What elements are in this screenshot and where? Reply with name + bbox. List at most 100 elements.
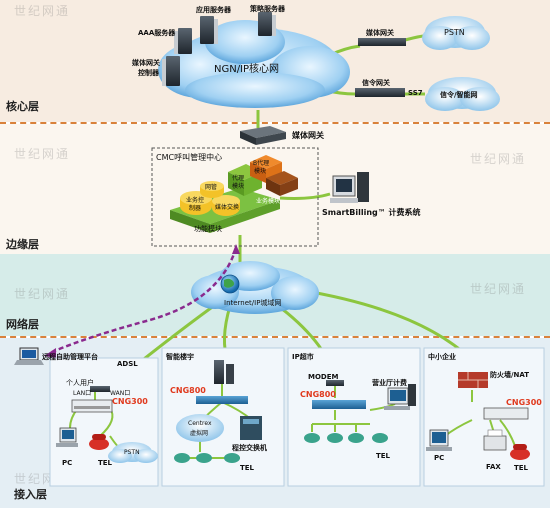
business-control-label-2: 制器	[189, 205, 202, 212]
intelligent-net-label: 信令/智能网	[440, 91, 478, 99]
home-pc-label: PC	[62, 459, 73, 467]
watermark: 世纪网通	[14, 147, 71, 161]
pstn-label: PSTN	[444, 28, 465, 37]
aaa-server-icon	[174, 28, 192, 54]
layer-label-access: 接入层	[14, 488, 47, 501]
billing-pc-icon	[384, 384, 416, 410]
gateway-controller-icon	[162, 56, 180, 86]
cng800-building-icon	[196, 396, 248, 404]
home-pstn-cloud	[108, 442, 158, 463]
aaa-server-label: AAA服务器	[138, 29, 176, 37]
sme-pc-label: PC	[434, 454, 445, 462]
smartbilling-label: SmartBilling™ 计费系统	[322, 208, 421, 217]
intelligent-network-cloud	[425, 77, 500, 111]
sme-title: 中小企业	[428, 353, 456, 361]
policy-server-icon	[258, 12, 276, 36]
gw-controller-label-1: 媒体网关	[132, 59, 160, 67]
sme-tel-label: TEL	[514, 464, 529, 472]
core-media-gw-label: 媒体网关	[366, 29, 394, 37]
home-phone-icon	[89, 434, 109, 450]
remote-platform-label: 远程自助管理平台	[42, 353, 98, 361]
layer-label-network: 网络层	[6, 318, 39, 331]
internet-cloud	[191, 261, 319, 314]
centrex-label-2: 虚拟网	[190, 430, 209, 437]
home-tel-label: TEL	[98, 459, 113, 467]
cng300-sme-label: CNG300	[506, 398, 542, 407]
pstn-cloud	[422, 16, 490, 50]
cng300-sme-icon	[483, 407, 529, 420]
cng300-home-label: CNG300	[112, 397, 148, 406]
core-media-gateway-icon	[358, 38, 406, 46]
b-module-label-1: B代理	[253, 160, 270, 167]
watermark: 世纪网通	[14, 287, 71, 301]
edge-media-gateway-icon	[240, 126, 286, 145]
billing-computer-icon	[330, 172, 369, 203]
modem-label: MODEM	[308, 373, 339, 381]
personal-user-label: 个人用户	[66, 379, 94, 387]
app-server-label: 应用服务器	[196, 6, 231, 14]
edge-media-gw-label: 媒体网关	[292, 131, 324, 140]
watermark: 世纪网通	[470, 282, 527, 296]
cmc-title: CMC呼叫管理中心	[156, 153, 223, 162]
laptop-icon	[14, 347, 44, 365]
media-exchange-label: 媒体交换	[215, 204, 240, 211]
sme-pc-icon	[426, 429, 452, 451]
modem-icon	[326, 380, 344, 386]
signal-gateway-icon	[355, 88, 405, 97]
supermarket-phones	[304, 433, 388, 443]
billing-label: 营业厅计费	[372, 379, 407, 387]
sme-phone-icon	[510, 444, 530, 460]
business-control-label-1: 业务控	[186, 197, 205, 204]
lan-port-label: LAN口	[73, 390, 92, 397]
policy-server-label: 策略服务器	[250, 5, 285, 13]
building-title: 智能楼宇	[166, 353, 194, 361]
cmc-modules	[170, 155, 298, 233]
cng300-home-icon	[71, 399, 113, 413]
centrex-cloud	[176, 414, 224, 442]
ngn-core-cloud	[158, 20, 350, 108]
building-server-icon	[214, 360, 234, 384]
home-pc-icon	[56, 427, 78, 447]
cmc-box	[151, 147, 319, 247]
adsl-modem-icon	[90, 386, 110, 392]
fax-label: FAX	[486, 463, 501, 471]
watermark: 世纪网通	[14, 4, 71, 18]
signal-gw-label: 信令网关	[362, 79, 390, 87]
b-module-label-2: 模块	[254, 168, 267, 175]
pbx-label: 程控交换机	[232, 444, 267, 452]
core-cloud-label: NGN/IP核心网	[214, 64, 280, 75]
function-module-label: 功能模块	[194, 225, 222, 233]
home-pstn-label: PSTN	[124, 449, 140, 456]
layer-label-core: 核心层	[6, 100, 39, 113]
proxy-module-label-2: 模块	[232, 183, 245, 190]
ss7-label: SS7	[408, 89, 423, 97]
building-tel-label: TEL	[240, 464, 255, 472]
pbx-icon	[240, 416, 262, 440]
network-divider	[0, 336, 550, 338]
gw-controller-label-2: 控制器	[138, 69, 159, 77]
home-panel	[49, 357, 159, 487]
supermarket-tel-label: TEL	[376, 452, 391, 460]
cng800-supermarket-icon	[312, 400, 366, 409]
internet-cloud-label: Internet/IP城域网	[224, 299, 282, 307]
cng800-building-label: CNG800	[170, 386, 206, 395]
wan-port-label: WAN口	[110, 390, 131, 397]
core-divider	[0, 122, 550, 124]
gateway-module-label: 网管	[205, 184, 218, 191]
supermarket-panel	[287, 347, 421, 487]
proxy-module-label-1: 代理	[232, 175, 245, 182]
adsl-label: ADSL	[117, 360, 138, 368]
firewall-icon	[458, 372, 488, 388]
app-server-icon	[200, 16, 218, 44]
centrex-label-1: Centrex	[188, 420, 212, 427]
watermark: 世纪网通	[470, 152, 527, 166]
firewall-label: 防火墙/NAT	[490, 371, 530, 379]
business-module-label: 业务模块	[256, 198, 281, 205]
layer-label-edge: 边缘层	[6, 238, 39, 251]
supermarket-links	[311, 386, 396, 432]
building-phones	[174, 453, 240, 463]
supermarket-title: IP超市	[292, 353, 314, 361]
fax-icon	[483, 429, 507, 451]
